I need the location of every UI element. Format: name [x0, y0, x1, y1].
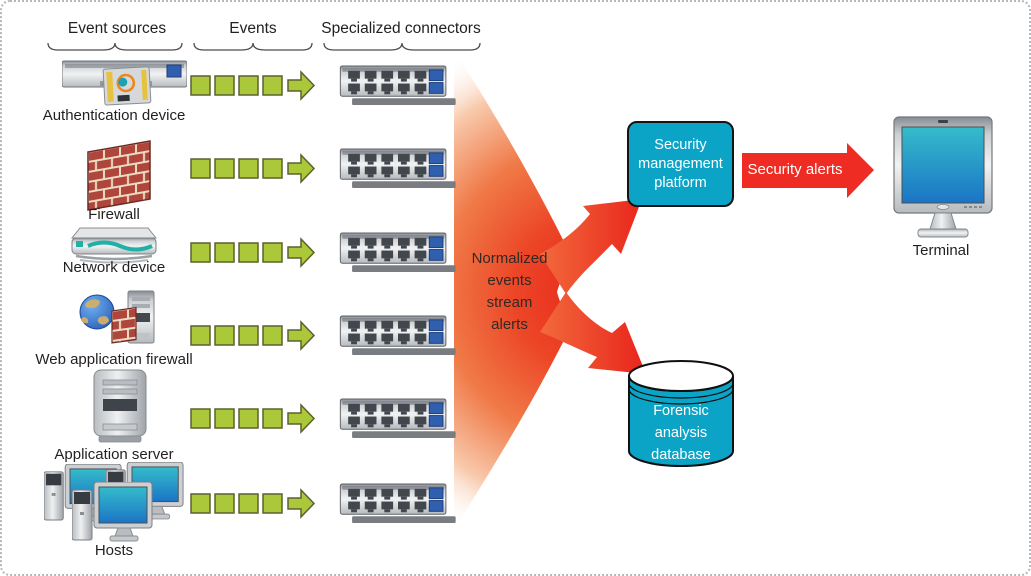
source-label: Network device — [62, 259, 166, 276]
connector-icon — [338, 64, 458, 107]
terminal-icon — [893, 116, 993, 238]
firewall-icon — [87, 140, 151, 211]
web-application-firewall-icon — [79, 290, 155, 344]
source-label: Authentication device — [42, 107, 186, 124]
stream-line: alerts — [491, 316, 528, 333]
authentication-device-icon — [62, 60, 187, 106]
connector-icon — [338, 482, 458, 525]
platform-label: Security management platform — [638, 136, 723, 191]
application-server-icon — [93, 369, 147, 443]
source-label: Hosts — [94, 542, 134, 559]
source-label: Application server — [54, 446, 174, 463]
connector-icon — [338, 314, 458, 357]
forensic-database-icon — [628, 360, 734, 467]
column-header-specialized-connectors: Specialized connectors — [321, 20, 481, 37]
terminal-label: Terminal — [912, 242, 970, 259]
network-device-icon — [70, 227, 158, 264]
security-alerts-label: Security alerts — [747, 161, 843, 178]
events-arrow-icon — [190, 402, 316, 435]
events-arrow-icon — [190, 236, 316, 269]
column-header-event-sources: Event sources — [67, 20, 167, 37]
source-label: Firewall — [88, 206, 140, 223]
database-label: Forensic analysis database — [651, 403, 711, 463]
stream-label: Normalized events stream alerts — [452, 248, 567, 336]
events-arrow-icon — [190, 69, 316, 102]
hosts-icon — [44, 462, 184, 542]
events-arrow-icon — [190, 319, 316, 352]
stream-line: Normalized — [471, 250, 548, 267]
source-label: Web application firewall — [35, 351, 193, 368]
events-arrow-icon — [190, 152, 316, 185]
brace-icon — [47, 42, 481, 51]
events-arrow-icon — [190, 487, 316, 520]
connector-icon — [338, 147, 458, 190]
stream-line: stream — [486, 294, 533, 311]
stream-line: events — [487, 272, 532, 289]
security-management-platform-box: Security management platform — [627, 121, 734, 207]
column-header-events: Events — [229, 20, 277, 37]
connector-icon — [338, 231, 458, 274]
connector-icon — [338, 397, 458, 440]
